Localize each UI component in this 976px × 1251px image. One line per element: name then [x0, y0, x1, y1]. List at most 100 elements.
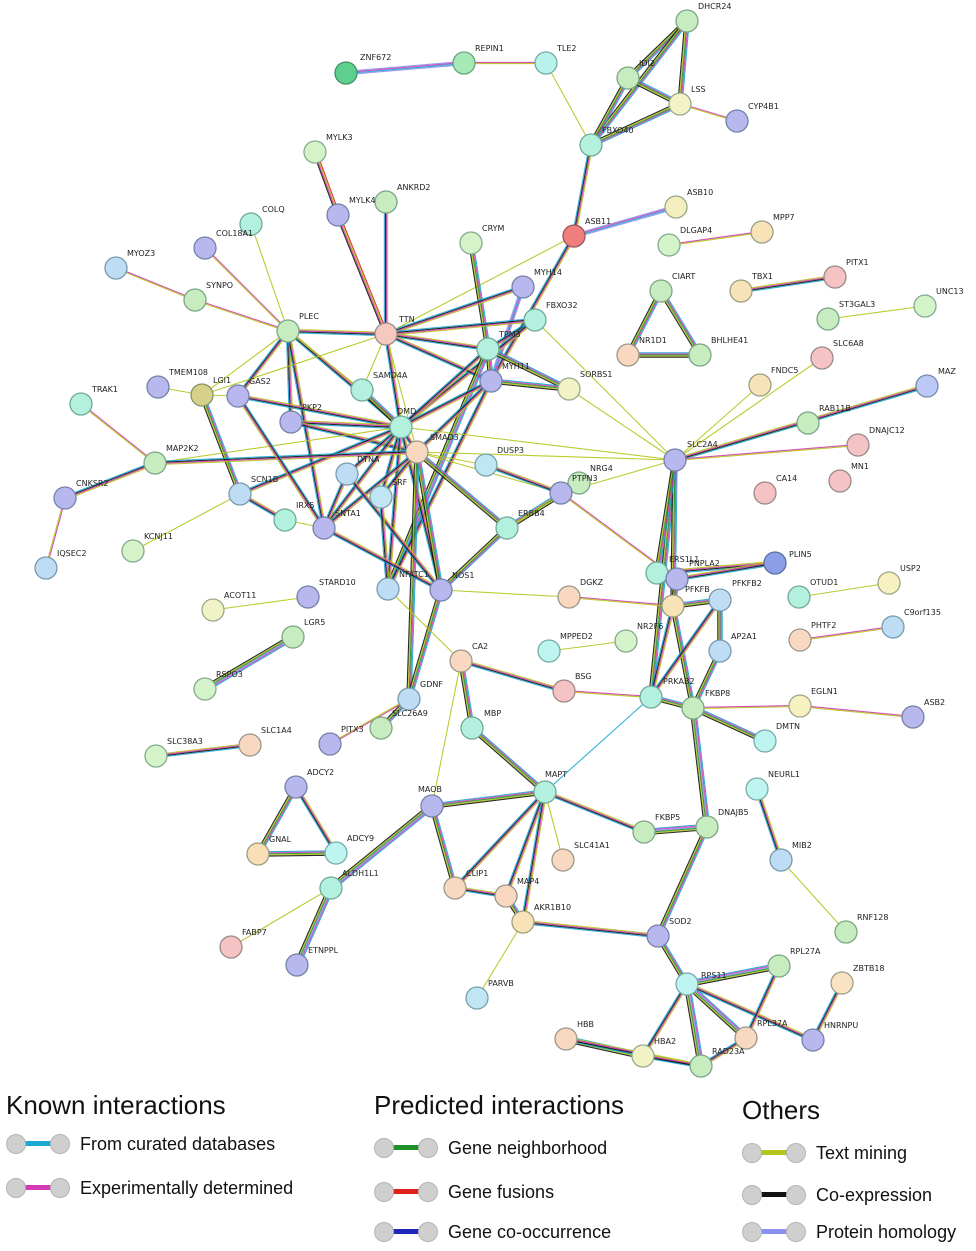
- protein-node[interactable]: CA14: [753, 474, 797, 505]
- node-circle[interactable]: [511, 910, 535, 934]
- protein-node[interactable]: SLC6A8: [810, 339, 864, 370]
- protein-node[interactable]: TMEM108: [146, 368, 208, 399]
- node-circle[interactable]: [193, 677, 217, 701]
- protein-node[interactable]: COLQ: [239, 205, 285, 236]
- node-circle[interactable]: [665, 567, 689, 591]
- protein-node[interactable]: MAZ: [915, 367, 956, 398]
- protein-node[interactable]: RPS11: [675, 971, 727, 996]
- protein-node[interactable]: RSPO3: [193, 670, 243, 701]
- protein-node[interactable]: ACOT11: [201, 591, 256, 622]
- protein-node[interactable]: NFATC1: [376, 570, 429, 601]
- node-circle[interactable]: [193, 236, 217, 260]
- node-circle[interactable]: [661, 594, 685, 618]
- node-circle[interactable]: [511, 275, 535, 299]
- node-circle[interactable]: [104, 256, 128, 280]
- protein-node[interactable]: REPIN1: [452, 44, 504, 75]
- node-circle[interactable]: [219, 935, 243, 959]
- protein-node[interactable]: ZBTB18: [830, 964, 885, 995]
- protein-node[interactable]: SYNPO: [183, 281, 233, 312]
- node-circle[interactable]: [668, 92, 692, 116]
- protein-node[interactable]: HBB: [554, 1020, 594, 1051]
- protein-node[interactable]: USP2: [877, 564, 921, 595]
- node-circle[interactable]: [369, 716, 393, 740]
- node-circle[interactable]: [285, 953, 309, 977]
- node-circle[interactable]: [449, 649, 473, 673]
- node-circle[interactable]: [823, 265, 847, 289]
- protein-node[interactable]: SLC26A9: [369, 709, 428, 740]
- node-circle[interactable]: [695, 815, 719, 839]
- protein-node[interactable]: ZNF672: [334, 53, 391, 85]
- node-circle[interactable]: [877, 571, 901, 595]
- protein-node[interactable]: NR1D1: [616, 336, 667, 367]
- protein-node[interactable]: ADCY2: [284, 768, 334, 799]
- node-circle[interactable]: [34, 556, 58, 580]
- node-circle[interactable]: [646, 924, 670, 948]
- protein-node[interactable]: ANKRD2: [374, 183, 431, 214]
- protein-node[interactable]: ERBB4: [495, 509, 545, 540]
- protein-node[interactable]: PNPLA2: [665, 559, 720, 591]
- node-circle[interactable]: [397, 687, 421, 711]
- protein-node[interactable]: TRAK1: [69, 385, 118, 416]
- node-circle[interactable]: [420, 794, 444, 818]
- protein-node[interactable]: FBXO32: [523, 301, 578, 332]
- node-circle[interactable]: [246, 842, 270, 866]
- protein-node[interactable]: PITX1: [823, 258, 869, 289]
- protein-node[interactable]: ETNPPL: [285, 946, 339, 977]
- protein-node[interactable]: IDI2: [616, 59, 655, 90]
- protein-node[interactable]: UNC13: [913, 287, 964, 318]
- node-circle[interactable]: [834, 920, 858, 944]
- node-circle[interactable]: [788, 628, 812, 652]
- protein-node[interactable]: SCN1B: [228, 475, 278, 506]
- protein-node[interactable]: DNAJB5: [695, 808, 749, 839]
- node-circle[interactable]: [554, 1027, 578, 1051]
- protein-node[interactable]: MPPED2: [537, 632, 593, 663]
- node-circle[interactable]: [881, 615, 905, 639]
- protein-node[interactable]: RPL27A: [767, 947, 821, 978]
- node-circle[interactable]: [143, 451, 167, 475]
- node-circle[interactable]: [675, 972, 699, 996]
- node-circle[interactable]: [681, 696, 705, 720]
- node-circle[interactable]: [324, 841, 348, 865]
- node-circle[interactable]: [443, 876, 467, 900]
- node-circle[interactable]: [828, 469, 852, 493]
- protein-node[interactable]: CIART: [649, 272, 695, 303]
- protein-node[interactable]: LSS: [668, 85, 706, 116]
- node-circle[interactable]: [915, 374, 939, 398]
- protein-node[interactable]: NRG4: [567, 464, 613, 495]
- protein-node[interactable]: PHTF2: [788, 621, 836, 652]
- protein-node[interactable]: HBA2: [631, 1037, 676, 1068]
- protein-node[interactable]: BHLHE41: [688, 336, 748, 367]
- node-circle[interactable]: [303, 140, 327, 164]
- protein-node[interactable]: KCNJ11: [121, 532, 173, 563]
- protein-node[interactable]: EGLN1: [788, 687, 838, 718]
- node-circle[interactable]: [69, 392, 93, 416]
- node-circle[interactable]: [787, 585, 811, 609]
- node-circle[interactable]: [639, 685, 663, 709]
- node-circle[interactable]: [753, 481, 777, 505]
- node-circle[interactable]: [745, 777, 769, 801]
- node-circle[interactable]: [374, 322, 398, 346]
- node-circle[interactable]: [281, 625, 305, 649]
- protein-node[interactable]: TBX1: [729, 272, 773, 303]
- node-circle[interactable]: [657, 233, 681, 257]
- protein-node[interactable]: SLC1A4: [238, 726, 292, 757]
- protein-node[interactable]: PFKFB: [661, 585, 710, 618]
- node-circle[interactable]: [810, 346, 834, 370]
- protein-node[interactable]: MPP7: [750, 213, 795, 244]
- protein-node[interactable]: RPL37A: [734, 1019, 788, 1050]
- node-circle[interactable]: [663, 448, 687, 472]
- node-circle[interactable]: [708, 588, 732, 612]
- protein-node[interactable]: SLC2A4: [663, 440, 718, 472]
- protein-node[interactable]: CNKSR2: [53, 479, 109, 510]
- protein-node[interactable]: CRYM: [459, 224, 505, 255]
- protein-node[interactable]: CYP4B1: [725, 102, 779, 133]
- node-circle[interactable]: [552, 679, 576, 703]
- protein-node[interactable]: CLIP1: [443, 869, 488, 900]
- protein-node[interactable]: PKP2: [279, 403, 322, 434]
- node-circle[interactable]: [479, 369, 503, 393]
- node-circle[interactable]: [190, 383, 214, 407]
- protein-node[interactable]: ST3GAL3: [816, 300, 875, 331]
- protein-node[interactable]: MAOB: [418, 785, 444, 818]
- node-circle[interactable]: [816, 307, 840, 331]
- node-circle[interactable]: [369, 485, 393, 509]
